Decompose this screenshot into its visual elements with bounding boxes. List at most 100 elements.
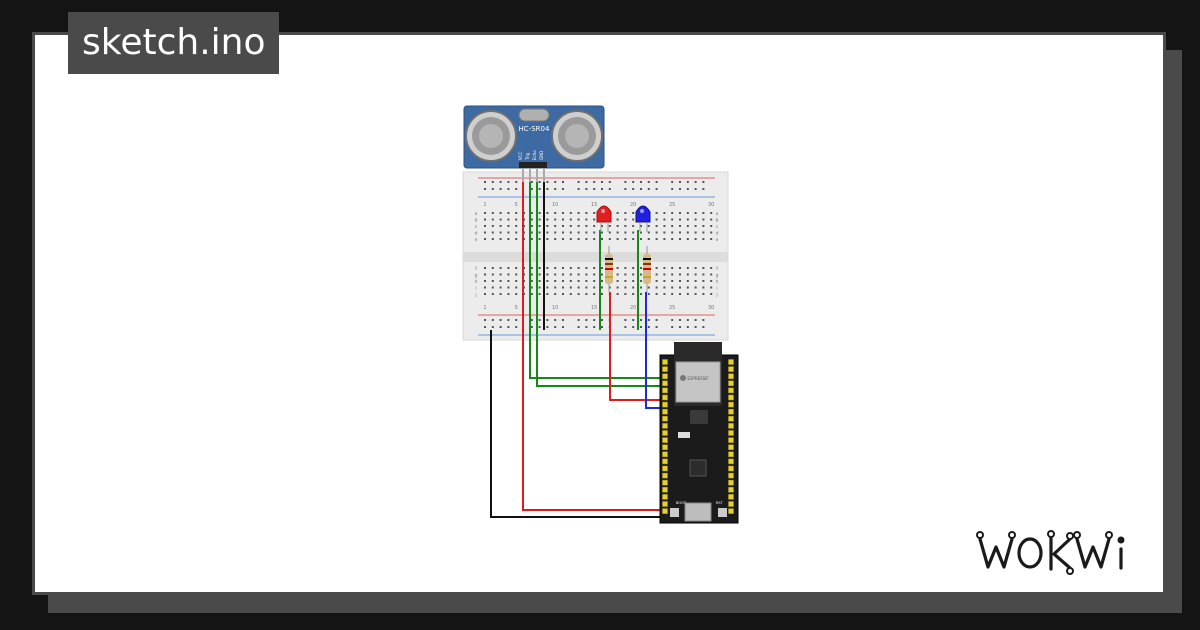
sensor-pin-trig: Trig [525, 152, 530, 161]
rst-label: RST [716, 501, 724, 505]
header-pin [728, 451, 734, 458]
row-letter: a [475, 212, 478, 217]
wire-gnd-board [490, 330, 668, 518]
header-pin [728, 430, 734, 436]
header-pin [728, 408, 734, 415]
header-pin [662, 465, 668, 472]
resistor-blue [643, 246, 651, 292]
header-pin [662, 479, 668, 486]
column-number: 30 [708, 202, 714, 208]
row-letter: d [716, 231, 719, 237]
column-number: 25 [669, 202, 675, 208]
row-letter: c [716, 225, 719, 230]
header-pin [662, 494, 668, 500]
row-letter: d [475, 231, 478, 237]
row-letter: h [475, 279, 478, 285]
column-number: 1 [483, 305, 486, 311]
row-letter: g [475, 274, 478, 279]
header-pin [662, 373, 668, 379]
header-pin [728, 465, 734, 472]
header-pin [728, 387, 734, 394]
row-letter: b [716, 218, 719, 224]
header-pin [728, 380, 734, 387]
wire-red-led [609, 292, 668, 401]
header-pin [728, 479, 734, 486]
row-letter: i [716, 286, 717, 292]
column-number: 15 [591, 202, 597, 208]
boot-label: BOOT [676, 501, 687, 505]
esp32-pin-headers [662, 359, 734, 514]
wire-echo [536, 182, 668, 387]
sensor-pin-vcc: VCC [518, 151, 523, 160]
column-number: 20 [630, 202, 636, 208]
row-letter: f [475, 266, 477, 272]
header-pin [728, 487, 734, 493]
header-pin [728, 501, 734, 507]
header-pin [662, 380, 668, 387]
header-pin [662, 451, 668, 458]
column-number: 10 [552, 202, 558, 208]
column-number: 1 [483, 202, 486, 208]
header-pin [728, 394, 734, 401]
header-pin [662, 430, 668, 436]
row-letter: f [716, 266, 718, 272]
header-pin [728, 373, 734, 379]
column-number: 5 [515, 305, 518, 311]
header-pin [728, 444, 734, 450]
header-pin [662, 508, 668, 514]
column-number: 15 [591, 305, 597, 311]
led-red [596, 205, 612, 232]
row-letter: g [716, 274, 719, 279]
header-pin [662, 387, 668, 394]
wires [490, 182, 668, 518]
header-pin [728, 423, 734, 429]
header-pin [728, 458, 734, 465]
row-letter: b [475, 218, 478, 224]
column-number: 20 [630, 305, 636, 311]
row-letter: h [716, 279, 719, 285]
header-pin [728, 494, 734, 500]
row-letter: c [475, 225, 478, 230]
header-pin [728, 508, 734, 514]
wire-vcc [522, 182, 668, 511]
header-pin [662, 366, 668, 372]
row-letter: e [475, 238, 478, 243]
header-pin [728, 401, 734, 408]
header-pin [728, 416, 734, 422]
header-pin [662, 501, 668, 507]
wokwi-logo [975, 525, 1150, 579]
column-number: 30 [708, 305, 714, 311]
header-pin [728, 437, 734, 443]
header-pin [662, 437, 668, 443]
header-pin [662, 416, 668, 422]
row-letter: j [474, 292, 476, 298]
header-pin [662, 472, 668, 479]
esp32-board: ESPRESSIF BOOT RST [659, 342, 739, 524]
header-pin [662, 444, 668, 450]
led-blue [635, 205, 651, 232]
module-label: ESPRESSIF [687, 376, 709, 381]
header-pin [728, 472, 734, 479]
column-number: 10 [552, 305, 558, 311]
wokwi-logo-icon [976, 530, 1125, 575]
header-pin [728, 359, 734, 365]
header-pin [662, 458, 668, 465]
sensor-pin-gnd: GND [539, 151, 544, 160]
column-number: 5 [515, 202, 518, 208]
header-pin [662, 359, 668, 365]
header-pin [662, 487, 668, 493]
header-pin [728, 366, 734, 372]
header-pin [662, 408, 668, 415]
row-letter: i [475, 286, 476, 292]
sensor-model-label: HC-SR04 [519, 125, 550, 133]
ultrasonic-sensor: HC-SR04 VCC Trig Echo GND [463, 105, 605, 182]
sensor-pin-echo: Echo [532, 150, 537, 160]
row-letter: e [716, 238, 719, 243]
wire-trig [529, 182, 668, 379]
sketch-filename-tag: sketch.ino [68, 12, 280, 74]
header-pin [662, 394, 668, 401]
header-pin [662, 401, 668, 408]
